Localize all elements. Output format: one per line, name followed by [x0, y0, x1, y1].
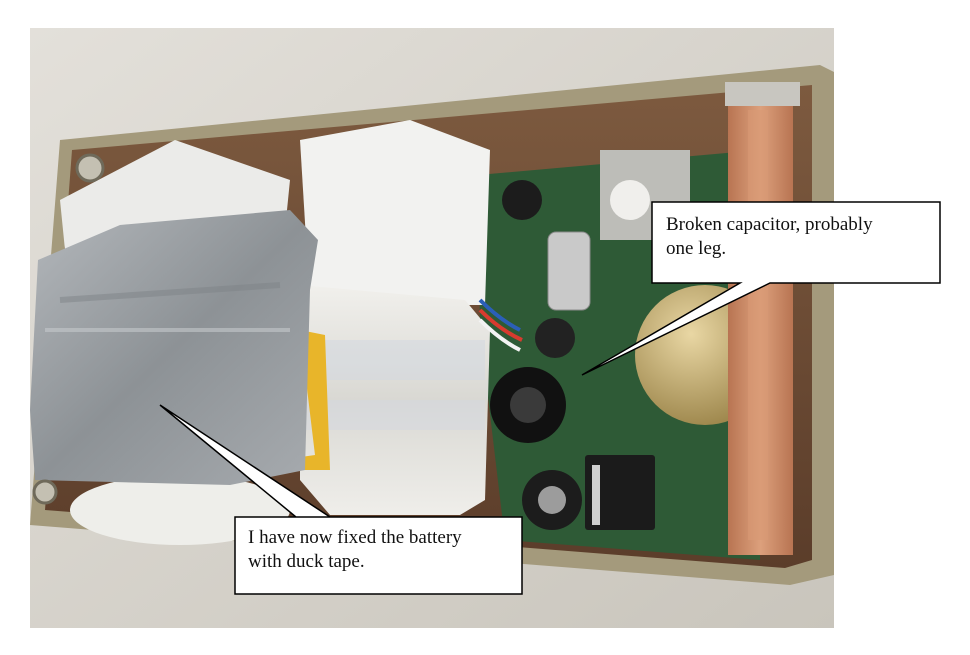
- capacitor-middle: [535, 318, 575, 358]
- capacitor-callout-box: [581, 201, 941, 376]
- battery-callout-text: I have now fixed the battery with duck t…: [248, 527, 462, 572]
- screw-top-left: [75, 153, 105, 183]
- foam-block-center: [300, 120, 490, 305]
- yellow-flex-strip: [280, 330, 330, 470]
- capacitor-callout-text: Broken capacitor, probably one leg.: [666, 214, 873, 259]
- wires: [478, 298, 521, 332]
- ic-chip: [585, 455, 655, 530]
- capacitor-top: [502, 180, 542, 220]
- duct-tape: [30, 210, 318, 485]
- screw-bottom-left: [32, 479, 58, 505]
- crystal: [547, 231, 591, 311]
